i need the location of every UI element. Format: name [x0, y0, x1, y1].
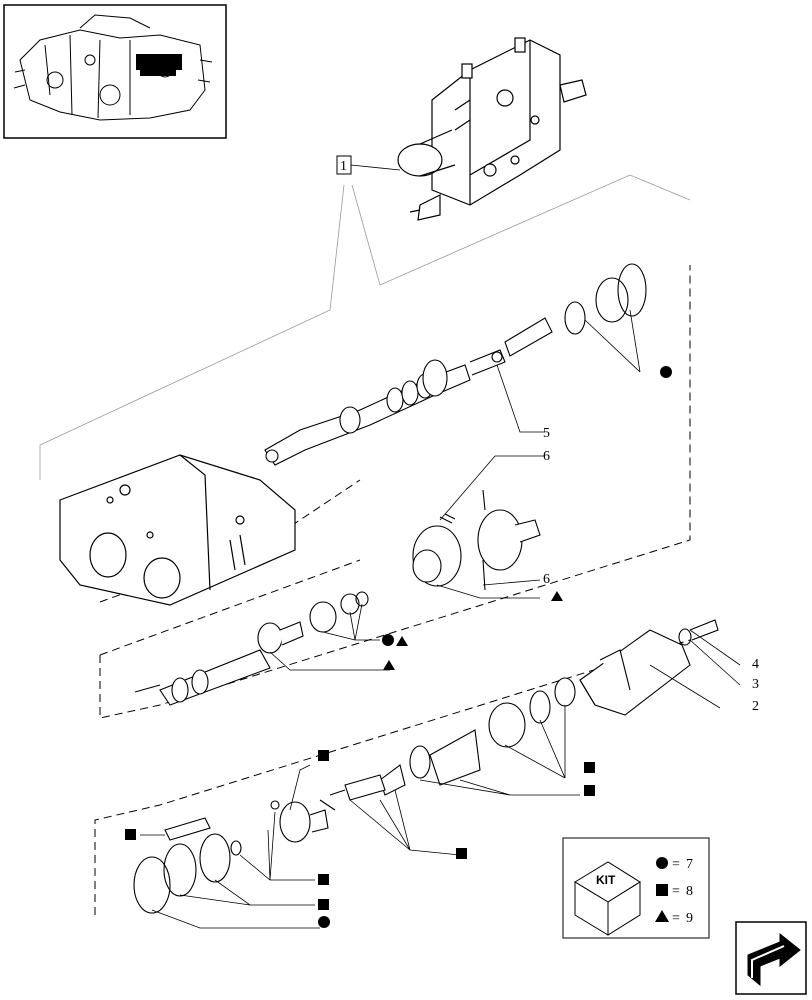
callout-6-upper: 6 [543, 449, 550, 464]
square-marker [318, 899, 329, 910]
circle-marker [660, 366, 672, 378]
kit-symbol-markers [125, 366, 672, 928]
valve-section-illustration [397, 37, 587, 221]
square-marker [584, 785, 595, 796]
kit-legend: KIT = 7 = 8 = 9 [562, 837, 710, 939]
callout-6-lower: 6 [543, 572, 550, 587]
next-page-button[interactable] [735, 921, 807, 995]
callout-3: 3 [752, 677, 759, 692]
square-marker [584, 762, 595, 773]
svg-text:8: 8 [686, 884, 693, 899]
reference-callout-1: 1 [336, 155, 401, 175]
part-callouts: 5 6 6 4 3 2 [543, 426, 759, 714]
spool-assembly [264, 263, 647, 466]
svg-text:=: = [672, 911, 680, 926]
triangle-marker [396, 636, 408, 646]
leader-lines [140, 309, 741, 929]
svg-text:9: 9 [686, 911, 693, 926]
kit-cube-icon [574, 861, 641, 936]
square-marker [125, 829, 136, 840]
thumbnail-overview[interactable] [3, 4, 227, 139]
triangle-marker [551, 591, 563, 601]
svg-text:1: 1 [340, 159, 347, 174]
svg-text:KIT: KIT [596, 873, 616, 887]
svg-text:=: = [672, 884, 680, 899]
next-page-arrow-icon [747, 932, 801, 987]
square-marker [318, 874, 329, 885]
perspective-lines [39, 174, 691, 480]
triangle-marker [383, 660, 395, 670]
legend-triangle [655, 910, 669, 922]
square-marker [456, 848, 467, 859]
circle-marker [318, 916, 330, 928]
cap-assembly [412, 489, 541, 591]
callout-5: 5 [543, 426, 550, 441]
callout-2: 2 [752, 699, 759, 714]
valve-housing [59, 454, 296, 606]
legend-square [656, 884, 668, 896]
svg-text:7: 7 [686, 857, 693, 872]
legend-circle [656, 857, 668, 869]
circle-marker [382, 634, 394, 646]
square-marker [318, 750, 329, 761]
svg-text:=: = [672, 857, 680, 872]
callout-4: 4 [752, 657, 759, 672]
